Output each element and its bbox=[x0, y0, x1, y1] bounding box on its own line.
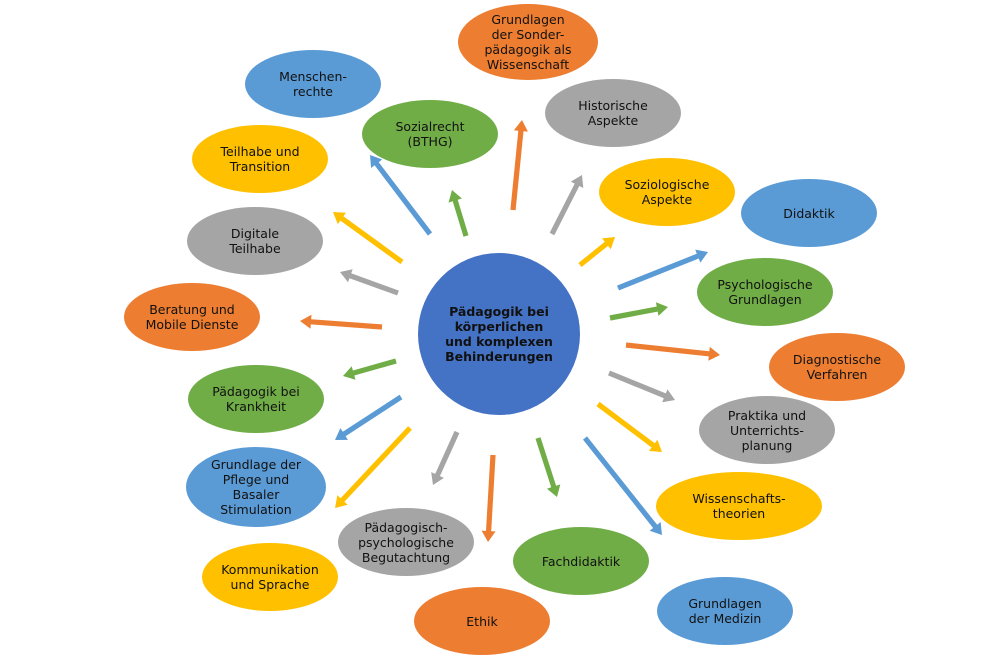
arrow-wissenschaftstheorien bbox=[596, 401, 662, 452]
arrow-grundlagen-sonderpaedagogik bbox=[510, 120, 528, 211]
node-praktika-unterrichtsplanung bbox=[699, 396, 835, 464]
node-paedagogik-krankheit bbox=[188, 365, 324, 433]
node-grundlagen-sonderpaedagogik bbox=[458, 4, 598, 80]
arrow-ethik bbox=[481, 454, 496, 542]
node-beratung-mobile-dienste bbox=[124, 283, 260, 351]
node-kommunikation-sprache bbox=[202, 543, 338, 611]
node-soziologische-aspekte bbox=[599, 158, 735, 226]
arrow-sozialrecht bbox=[448, 190, 469, 237]
center-node bbox=[418, 253, 580, 415]
node-diagnostische-verfahren bbox=[769, 333, 905, 401]
arrow-grundlagen-medizin bbox=[583, 436, 662, 535]
arrow-menschenrechte bbox=[370, 155, 433, 236]
node-historische-aspekte bbox=[545, 79, 681, 147]
arrow-fachdidaktik bbox=[535, 437, 561, 497]
node-psychologische-grundlagen bbox=[697, 258, 833, 326]
node-paedagogisch-psychologische-begutachtung bbox=[338, 508, 474, 576]
arrow-praktika-unterrichtsplanung bbox=[608, 370, 675, 403]
node-didaktik bbox=[741, 179, 877, 247]
arrow-historische-aspekte bbox=[549, 175, 584, 236]
arrow-grundlage-pflege bbox=[335, 394, 403, 440]
node-grundlagen-medizin bbox=[657, 577, 793, 645]
arrow-kommunikation-sprache bbox=[335, 426, 412, 508]
node-ethik bbox=[414, 587, 550, 655]
node-sozialrecht bbox=[362, 100, 498, 168]
node-fachdidaktik bbox=[513, 527, 649, 595]
arrow-teilhabe-transition bbox=[333, 212, 404, 265]
arrow-soziologische-aspekte bbox=[578, 237, 615, 267]
node-teilhabe-transition bbox=[192, 125, 328, 193]
arrow-didaktik bbox=[617, 249, 708, 291]
arrow-paedagogisch-psychologische-begutachtung bbox=[431, 430, 460, 485]
arrow-psychologische-grundlagen bbox=[609, 302, 668, 321]
node-grundlage-pflege bbox=[186, 447, 326, 527]
node-digitale-teilhabe bbox=[187, 207, 323, 275]
arrow-diagnostische-verfahren bbox=[625, 342, 720, 361]
node-menschenrechte bbox=[245, 50, 381, 118]
arrow-digitale-teilhabe bbox=[340, 269, 399, 296]
arrow-beratung-mobile-dienste bbox=[300, 314, 383, 330]
node-wissenschaftstheorien bbox=[656, 472, 822, 540]
arrow-paedagogik-krankheit bbox=[343, 358, 397, 380]
